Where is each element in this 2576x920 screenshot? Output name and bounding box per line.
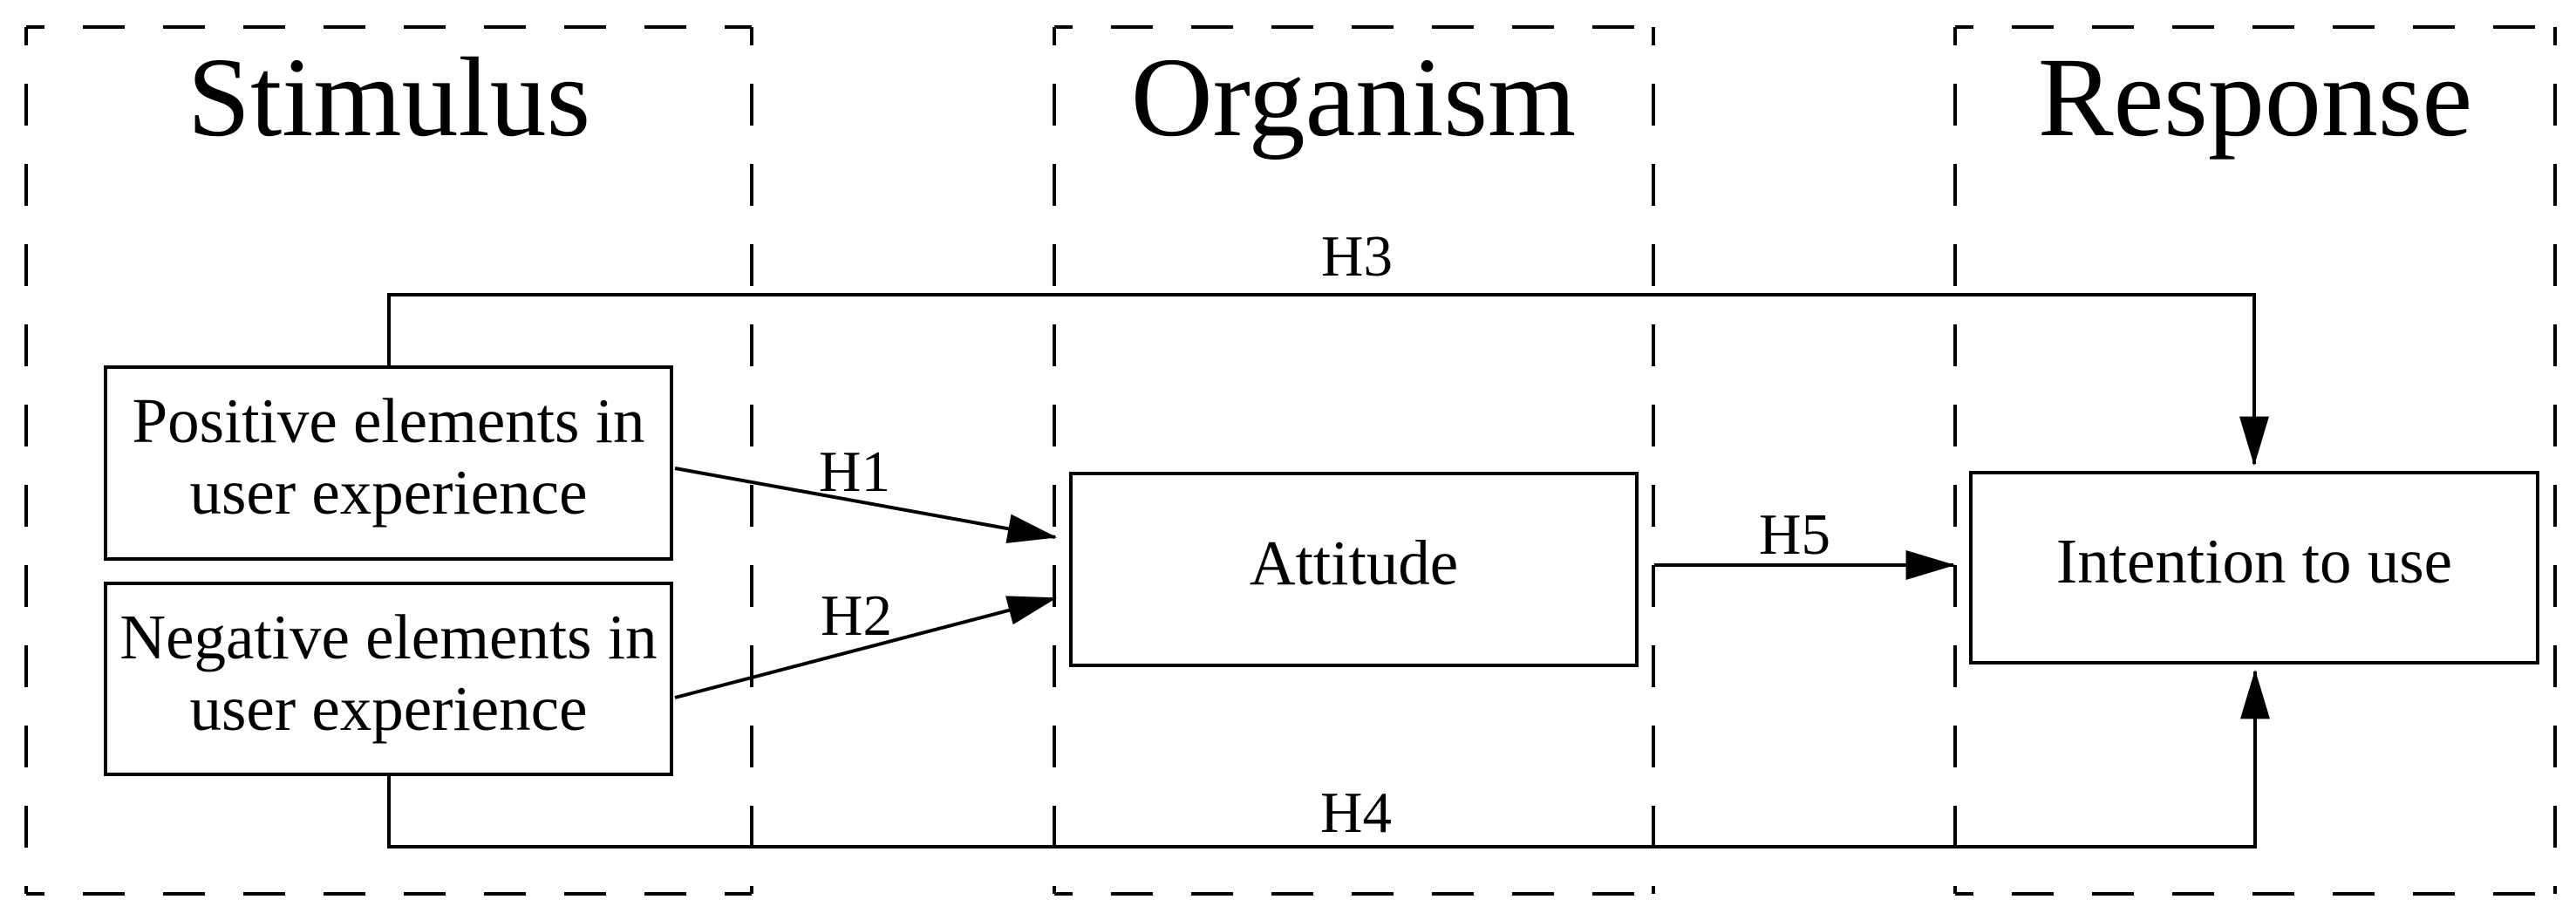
region-title-organism: Organism [1130, 35, 1577, 160]
node-label-line: Intention to use [2055, 526, 2453, 596]
hypothesis-label-h2: H2 [821, 583, 892, 649]
node-label-line: user experience [189, 457, 588, 528]
h3-arrow [387, 293, 2269, 467]
hypothesis-label-h3: H3 [1321, 224, 1393, 290]
hypothesis-label-h5: H5 [1759, 502, 1830, 568]
h2-arrow [674, 596, 1058, 699]
h1-arrow [674, 467, 1058, 544]
node-positive-elements: Positive elements in user experience [104, 365, 673, 561]
node-label-line: Positive elements in [132, 385, 645, 456]
h4-arrow [387, 669, 2270, 848]
node-intention-to-use: Intention to use [1969, 471, 2539, 664]
region-title-response: Response [2037, 35, 2473, 160]
hypothesis-label-h1: H1 [819, 440, 890, 505]
region-title-stimulus: Stimulus [187, 35, 591, 160]
response-region-border [1953, 25, 2557, 896]
node-attitude: Attitude [1069, 472, 1639, 667]
node-negative-elements: Negative elements in user experience [104, 582, 673, 776]
organism-region-border [1053, 25, 1655, 896]
node-label-line: Attitude [1249, 528, 1459, 598]
node-label-line: user experience [189, 672, 588, 744]
node-label-line: Negative elements in [119, 601, 658, 672]
hypothesis-label-h4: H4 [1320, 780, 1392, 846]
